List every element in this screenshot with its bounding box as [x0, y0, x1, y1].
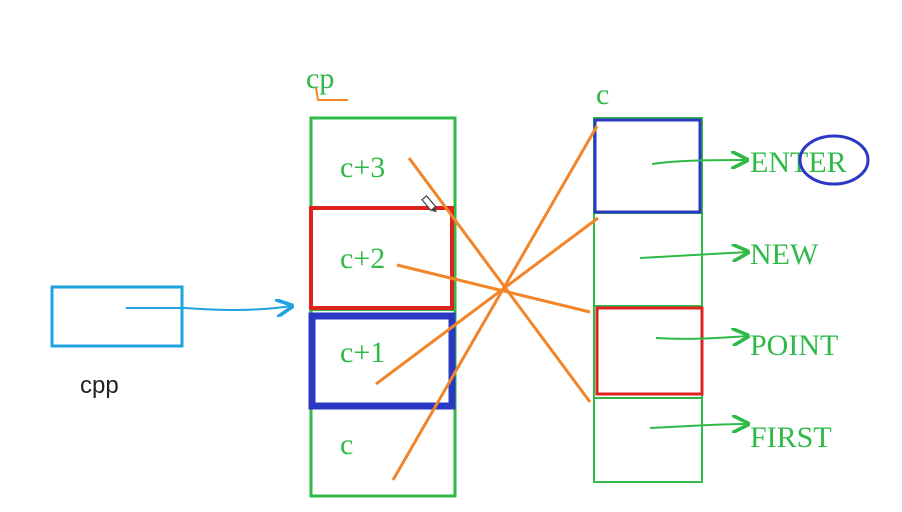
- cp-cell-c-plus-1-highlight: [308, 312, 456, 410]
- string-label: POINT: [750, 329, 838, 362]
- string-label: FIRST: [750, 421, 832, 454]
- cp-underline: [315, 87, 348, 101]
- string-label: ENTER: [750, 146, 847, 179]
- c-cell-point-highlight: [595, 306, 704, 396]
- c-array-box: [593, 117, 703, 483]
- cp-cell-label: c+3: [340, 151, 385, 184]
- cpp-arrow: [126, 306, 292, 310]
- string-label: NEW: [750, 238, 819, 271]
- cp-cell-label: c: [340, 428, 353, 461]
- cp-cell-c-plus-2-highlight: [309, 206, 454, 310]
- pointer-c-to-enter: [391, 125, 599, 481]
- pointer-c-plus-2-to-point: [396, 263, 591, 314]
- cp-cell-label: c+2: [340, 242, 385, 275]
- arrow-to-enter: [651, 160, 747, 164]
- c-label: c: [596, 78, 609, 111]
- pointer-c-plus-3-to-first: [407, 157, 592, 403]
- cpp-label: cpp: [80, 372, 119, 399]
- cp-label: cp: [306, 62, 334, 95]
- arrow-to-point: [655, 336, 748, 339]
- cpp-box: [50, 285, 184, 348]
- enter-suffix-circle: [798, 134, 870, 186]
- arrow-to-new: [639, 252, 748, 258]
- arrow-to-first: [649, 424, 748, 428]
- pointer-c-plus-1-to-new: [375, 216, 599, 386]
- pencil-cursor-icon: [421, 195, 437, 213]
- c-cell-enter-highlight: [593, 118, 702, 214]
- cp-cell-label: c+1: [340, 336, 385, 369]
